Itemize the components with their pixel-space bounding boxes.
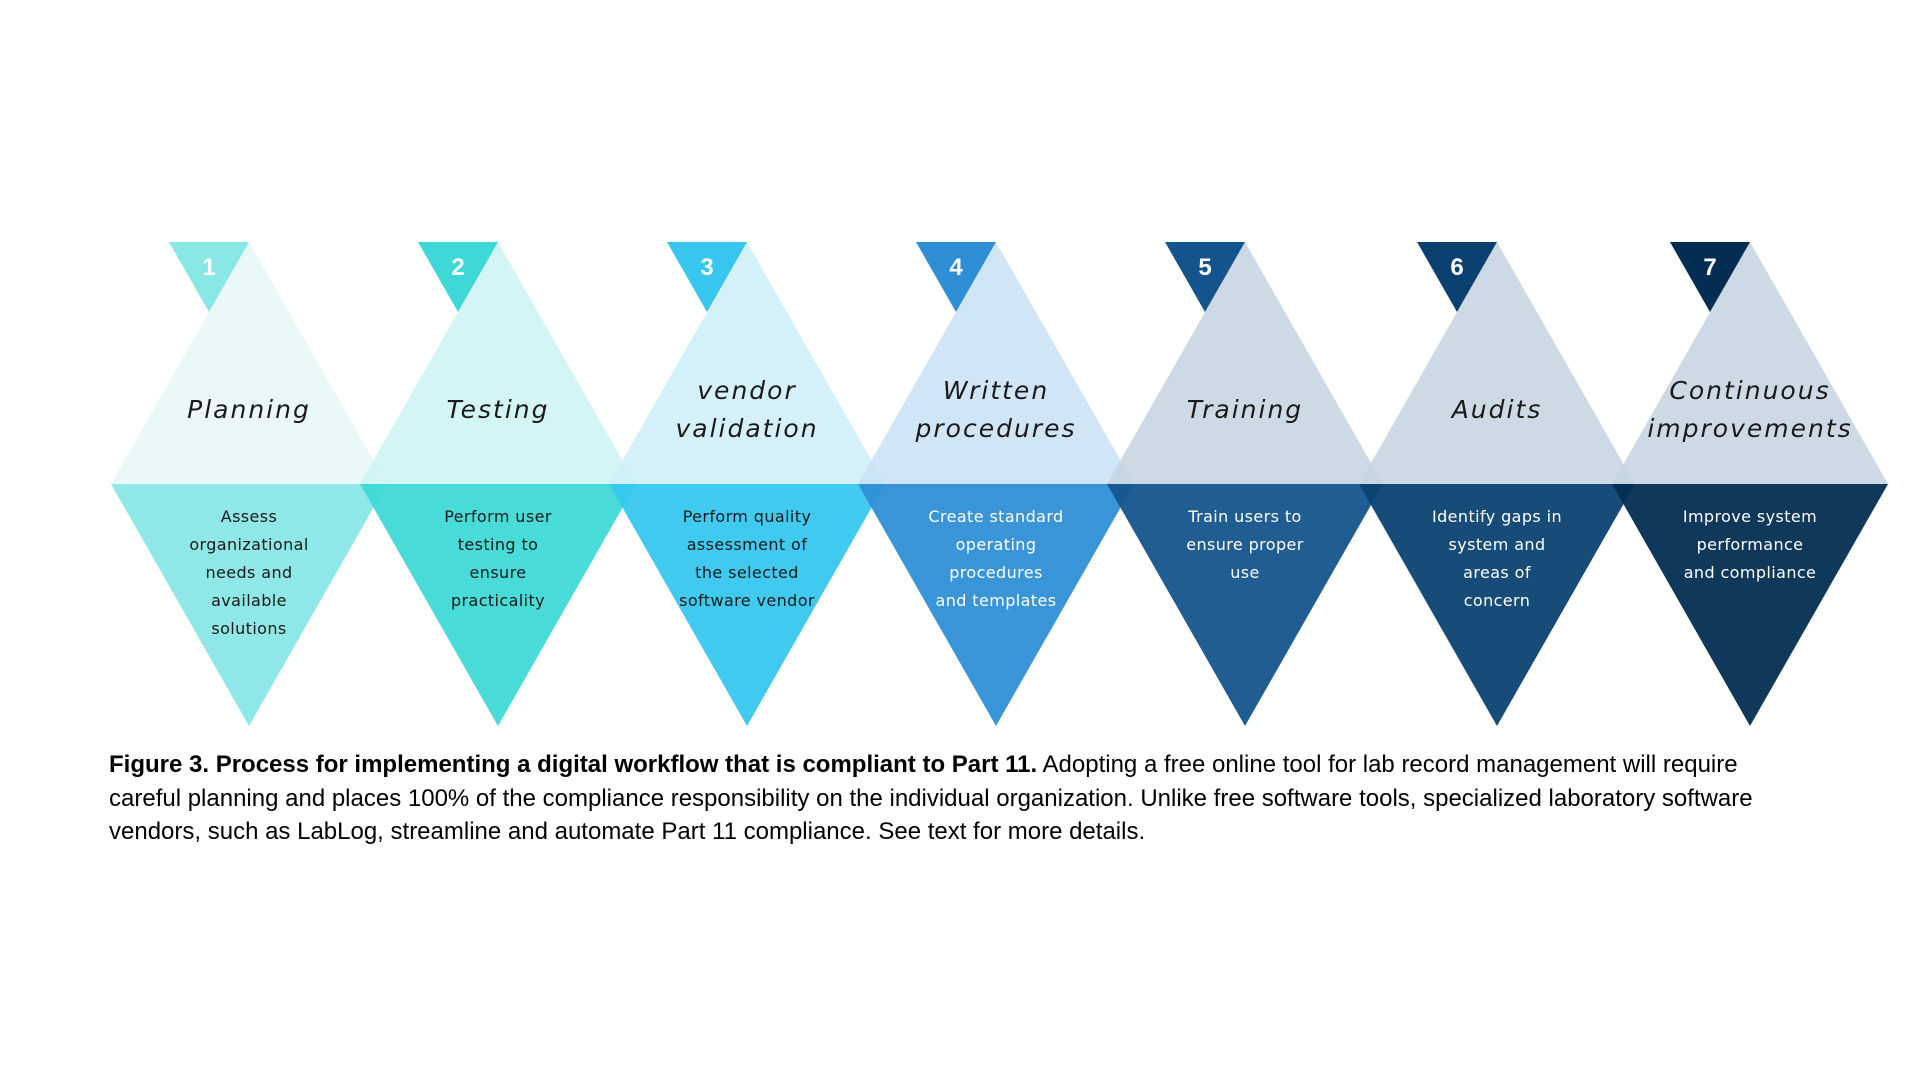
step-3-description-line: software vendor (679, 591, 815, 610)
step-6-lower-triangle (1359, 484, 1635, 726)
step-2-description-line: Perform user (444, 507, 552, 526)
step-1-upper-triangle (111, 242, 387, 484)
step-2-number-marker (418, 242, 498, 312)
step-6-description-line: concern (1464, 591, 1531, 610)
upper-triangles (111, 242, 1888, 484)
step-3-lower-triangle (609, 484, 885, 726)
step-2-description-line: testing to (458, 535, 539, 554)
step-1-description-line: solutions (211, 619, 286, 638)
caption-title: Figure 3. Process for implementing a dig… (109, 751, 1038, 778)
step-1-description-line: needs and (205, 563, 292, 582)
step-3-upper-triangle (609, 242, 885, 484)
step-1-number-marker (169, 242, 249, 312)
step-4-description-line: and templates (936, 591, 1057, 610)
step-2-lower-triangle (360, 484, 636, 726)
step-3-description-line: Perform quality (683, 507, 812, 526)
step-5-description-line: Train users to (1187, 507, 1301, 526)
step-7-lower-triangle (1612, 484, 1888, 726)
step-7-number-marker (1670, 242, 1750, 312)
step-1-description-line: Assess (221, 507, 278, 526)
step-2-description-line: ensure (470, 563, 527, 582)
step-1-title-line: Planning (187, 395, 311, 424)
step-1-description-line: available (211, 591, 287, 610)
step-7-description-line: Improve system (1683, 507, 1817, 526)
step-5-title-line: Training (1187, 395, 1303, 424)
step-6-description-line: Identify gaps in (1432, 507, 1562, 526)
step-6-description-line: areas of (1463, 563, 1531, 582)
step-4-title-line: procedures (915, 414, 1077, 443)
step-3-description-line: assessment of (687, 535, 808, 554)
step-1-number: 1 (202, 254, 215, 281)
step-7-upper-triangle (1612, 242, 1888, 484)
step-3-title-line: validation (675, 414, 818, 443)
step-7-number: 7 (1703, 254, 1716, 281)
step-6-number: 6 (1450, 254, 1463, 281)
lower-triangles (111, 484, 1888, 726)
step-1-description-line: organizational (189, 535, 308, 554)
step-4-title-line: Written (943, 376, 1049, 405)
step-6-description-line: system and (1448, 535, 1545, 554)
step-4-description-line: procedures (949, 563, 1043, 582)
step-4-upper-triangle (858, 242, 1134, 484)
step-6-title-line: Audits (1450, 395, 1543, 424)
step-2-number: 2 (451, 254, 464, 281)
step-5-upper-triangle (1107, 242, 1383, 484)
step-1-lower-triangle (111, 484, 387, 726)
step-4-number: 4 (949, 254, 963, 281)
step-7-description-line: and compliance (1684, 563, 1817, 582)
figure-caption: Figure 3. Process for implementing a dig… (109, 748, 1809, 849)
step-3-number: 3 (700, 254, 713, 281)
step-5-description-line: ensure proper (1186, 535, 1304, 554)
step-7-description-line: performance (1697, 535, 1804, 554)
step-4-lower-triangle (858, 484, 1134, 726)
step-3-title-line: vendor (697, 376, 796, 405)
step-6-number-marker (1417, 242, 1497, 312)
step-3-number-marker (667, 242, 747, 312)
step-4-description-line: Create standard (928, 507, 1063, 526)
step-2-title-line: Testing (446, 395, 549, 424)
step-2-upper-triangle (360, 242, 636, 484)
step-7-title-line: Continuous (1669, 376, 1830, 405)
step-3-description-line: the selected (695, 563, 799, 582)
step-4-number-marker (916, 242, 996, 312)
step-6-upper-triangle (1359, 242, 1635, 484)
caption-body: Adopting a free online tool for lab reco… (109, 751, 1753, 845)
step-5-lower-triangle (1107, 484, 1383, 726)
step-4-description-line: operating (956, 535, 1037, 554)
step-2-description-line: practicality (451, 591, 545, 610)
number-markers: 1 2 3 4 5 6 7 (169, 242, 1750, 312)
step-7-title-line: improvements (1647, 414, 1852, 443)
step-5-description-line: use (1230, 563, 1260, 582)
step-5-number-marker (1165, 242, 1245, 312)
step-5-number: 5 (1198, 254, 1211, 281)
